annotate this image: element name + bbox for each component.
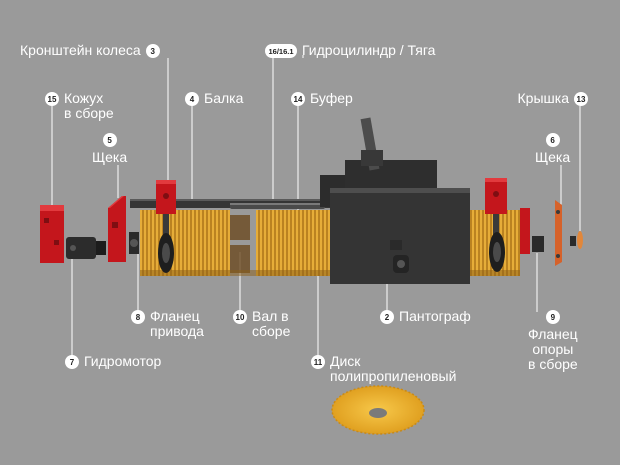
label-shaft-assembly: Вал в сборе: [252, 308, 291, 339]
callout-hydraulic-cylinder: 16/16.1 Гидроцилиндр / Тяга: [265, 43, 435, 58]
badge-7: 7: [65, 355, 79, 369]
badge-3: 3: [145, 44, 160, 58]
badge-5: 5: [102, 133, 117, 147]
callout-cover-assembly: 15 Кожух в сборе: [45, 91, 114, 121]
label-beam: Балка: [204, 90, 244, 106]
callout-buffer: 14 Буфер: [291, 91, 353, 106]
label-cheek-left: Щека: [92, 149, 128, 165]
callout-cheek-left: 5 Щека: [92, 132, 127, 165]
callout-lid: 13 Крышка: [518, 91, 588, 106]
badge-6: 6: [545, 133, 560, 147]
badge-10: 10: [233, 310, 247, 324]
callout-wheel-bracket: 3 Кронштейн колеса: [20, 43, 160, 58]
callout-polypropylene-disk: 11 Диск полипропиленовый: [311, 354, 456, 384]
callout-cheek-right: 6 Щека: [535, 132, 570, 165]
label-cover-assembly: Кожух в сборе: [64, 90, 114, 121]
badge-14: 14: [291, 92, 305, 106]
label-hydromotor: Гидромотор: [84, 353, 162, 369]
badge-13: 13: [574, 92, 588, 106]
label-buffer: Буфер: [310, 90, 353, 106]
callout-pantograph: 2 Пантограф: [380, 309, 471, 324]
badge-4: 4: [185, 92, 199, 106]
callout-shaft-assembly: 10 Вал в сборе: [233, 309, 290, 339]
badge-11: 11: [311, 355, 325, 369]
callout-beam: 4 Балка: [185, 91, 243, 106]
callout-hydromotor: 7 Гидромотор: [65, 354, 161, 369]
badge-8: 8: [131, 310, 145, 324]
callout-support-flange: 9 Фланец опоры в сборе: [528, 309, 578, 372]
label-cheek-right: Щека: [535, 149, 571, 165]
callout-drive-flange: 8 Фланец привода: [131, 309, 204, 339]
label-drive-flange: Фланец привода: [150, 308, 204, 339]
badge-15: 15: [45, 92, 59, 106]
label-pantograph: Пантограф: [399, 308, 471, 324]
label-hydraulic-cylinder: Гидроцилиндр / Тяга: [302, 42, 436, 58]
label-wheel-bracket: Кронштейн колеса: [20, 42, 141, 58]
label-polypropylene-disk: Диск полипропиленовый: [330, 353, 457, 384]
label-lid: Крышка: [517, 90, 569, 106]
badge-2: 2: [380, 310, 394, 324]
badge-16: 16/16.1: [265, 44, 297, 58]
badge-9: 9: [545, 310, 560, 324]
label-support-flange: Фланец опоры в сборе: [528, 326, 578, 372]
